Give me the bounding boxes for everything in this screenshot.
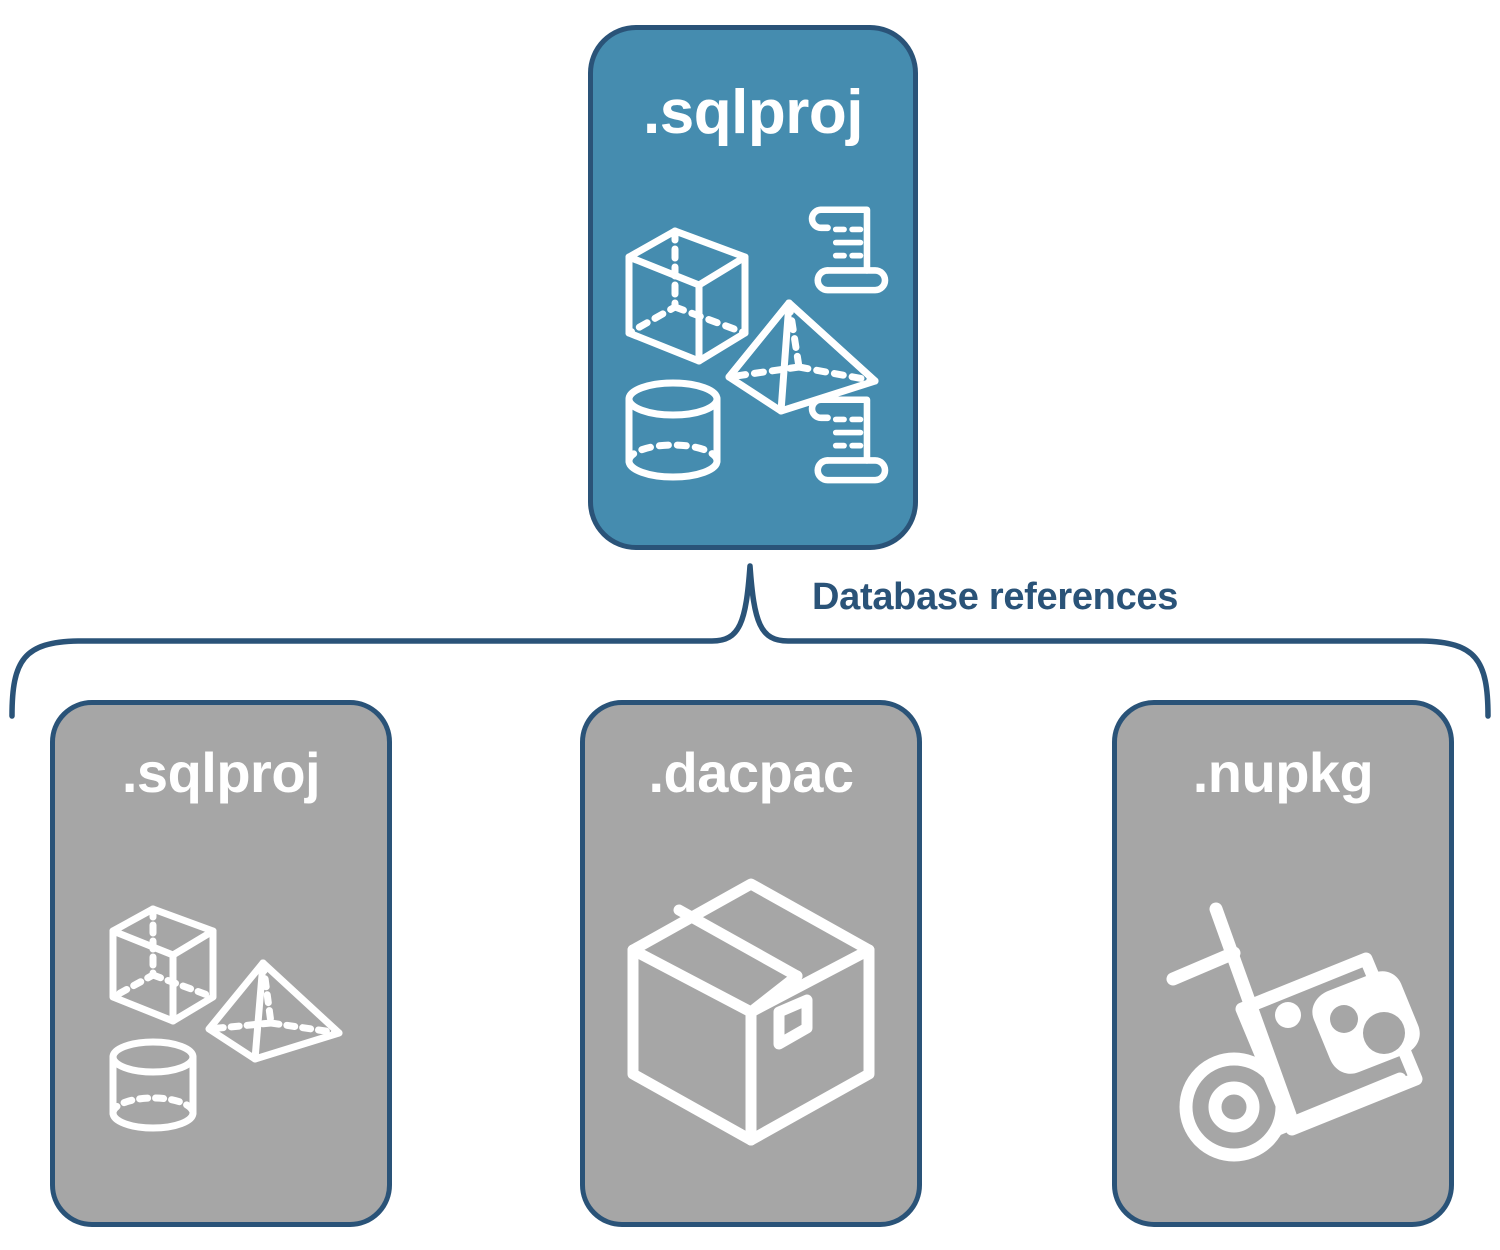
cube-wireframe-icon bbox=[625, 227, 749, 364]
database-objects-icon-group bbox=[109, 905, 343, 1131]
reference-node-label: .dacpac bbox=[648, 741, 854, 804]
scroll-icon bbox=[808, 205, 889, 293]
primary-node-label: .sqlproj bbox=[643, 78, 863, 147]
primary-node-icon-area bbox=[593, 144, 913, 545]
pyramid-wireframe-icon bbox=[725, 299, 879, 414]
cylinder-wireframe-icon bbox=[109, 1038, 197, 1131]
shipping-box-icon bbox=[627, 878, 875, 1145]
reference-node-icon-area bbox=[585, 801, 917, 1222]
reference-node-label: .sqlproj bbox=[121, 741, 321, 804]
pyramid-wireframe-icon bbox=[205, 959, 343, 1062]
cylinder-wireframe-icon bbox=[625, 379, 721, 480]
reference-node-icon-area bbox=[55, 801, 387, 1222]
primary-node-sqlproj[interactable]: .sqlproj bbox=[588, 25, 918, 550]
reference-node-label: .nupkg bbox=[1192, 741, 1374, 804]
database-objects-icon-group bbox=[625, 205, 889, 483]
cube-wireframe-icon bbox=[109, 905, 217, 1024]
hand-truck-package-icon bbox=[1166, 902, 1423, 1161]
reference-node-nupkg[interactable]: .nupkg bbox=[1112, 700, 1454, 1227]
connector-label: Database references bbox=[812, 576, 1179, 618]
reference-node-icon-area bbox=[1117, 801, 1449, 1222]
reference-node-sqlproj[interactable]: .sqlproj bbox=[50, 700, 392, 1227]
reference-node-dacpac[interactable]: .dacpac bbox=[580, 700, 922, 1227]
scroll-icon bbox=[808, 395, 889, 483]
